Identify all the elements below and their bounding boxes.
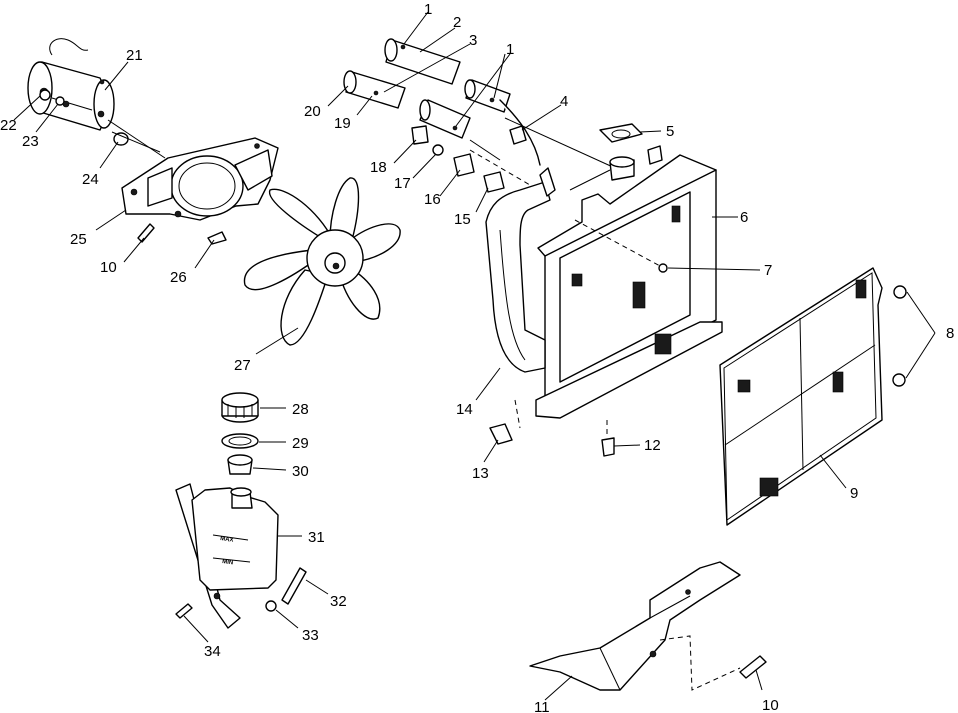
callout-12: 12 <box>644 437 661 454</box>
callout-22: 22 <box>0 117 17 134</box>
callout-9: 9 <box>850 485 858 502</box>
radiator-screen <box>719 267 883 526</box>
callout-29: 29 <box>292 435 309 452</box>
callout-24: 24 <box>82 171 99 188</box>
screw-34 <box>175 603 193 619</box>
fan-blade <box>243 177 401 346</box>
callout-18: 18 <box>370 159 387 176</box>
leader-lines <box>13 11 936 701</box>
radiator <box>535 145 723 419</box>
callout-25: 25 <box>70 231 87 248</box>
callout-14: 14 <box>456 401 473 418</box>
screw-10b <box>739 655 767 679</box>
callout-20: 20 <box>304 103 321 120</box>
screw-10 <box>137 223 155 243</box>
callout-4: 4 <box>560 93 568 110</box>
callout-10b: 10 <box>762 697 779 713</box>
callout-26: 26 <box>170 269 187 286</box>
fitting-15 <box>483 171 505 193</box>
reservoir-cap-28 <box>221 392 259 423</box>
callout-1a: 1 <box>424 1 432 18</box>
callout-33: 33 <box>302 627 319 644</box>
washer-23 <box>55 96 65 106</box>
motor-mount-bracket <box>121 137 279 221</box>
radiator-bracket <box>529 561 741 691</box>
callout-8: 8 <box>946 325 954 342</box>
seal-29 <box>221 433 259 449</box>
callout-1b: 1 <box>506 41 514 58</box>
bolt-7 <box>658 263 668 273</box>
callout-10a: 10 <box>100 259 117 276</box>
temp-sensor-4 <box>509 125 527 145</box>
callout-2: 2 <box>453 14 461 31</box>
callout-11: 11 <box>534 699 550 713</box>
washer-17 <box>432 144 444 156</box>
hose-assembly <box>343 38 616 169</box>
overflow-hose-32 <box>281 567 307 605</box>
callout-17: 17 <box>394 175 411 192</box>
gasket-5 <box>599 123 643 143</box>
bottle-min-mark: MIN <box>222 559 234 566</box>
callout-31: 31 <box>308 529 325 546</box>
callout-30: 30 <box>292 463 309 480</box>
callout-6: 6 <box>740 209 748 226</box>
callout-28: 28 <box>292 401 309 418</box>
coolant-reservoir <box>175 483 279 629</box>
screw-26 <box>207 231 227 245</box>
nut-22 <box>39 89 51 101</box>
callout-3: 3 <box>469 32 477 49</box>
fan-shroud <box>485 167 556 373</box>
bottle-max-mark: MAX <box>220 536 234 544</box>
fan-motor <box>27 38 115 131</box>
fitting-16 <box>453 153 475 177</box>
callout-19: 19 <box>334 115 351 132</box>
callout-16: 16 <box>424 191 441 208</box>
callout-7: 7 <box>764 262 772 279</box>
clip-13 <box>489 423 513 445</box>
washer-8a <box>893 285 907 299</box>
bushing-24 <box>113 132 129 146</box>
callout-21: 21 <box>126 47 143 64</box>
callout-32: 32 <box>330 593 347 610</box>
nut-18 <box>411 125 429 145</box>
callout-5: 5 <box>666 123 674 140</box>
washer-8b <box>892 373 906 387</box>
clamp-33 <box>265 600 277 612</box>
grommet-12 <box>601 437 615 457</box>
callout-23: 23 <box>22 133 39 150</box>
callout-27: 27 <box>234 357 251 374</box>
callout-15: 15 <box>454 211 471 228</box>
callout-34: 34 <box>204 643 221 660</box>
callout-13: 13 <box>472 465 489 482</box>
